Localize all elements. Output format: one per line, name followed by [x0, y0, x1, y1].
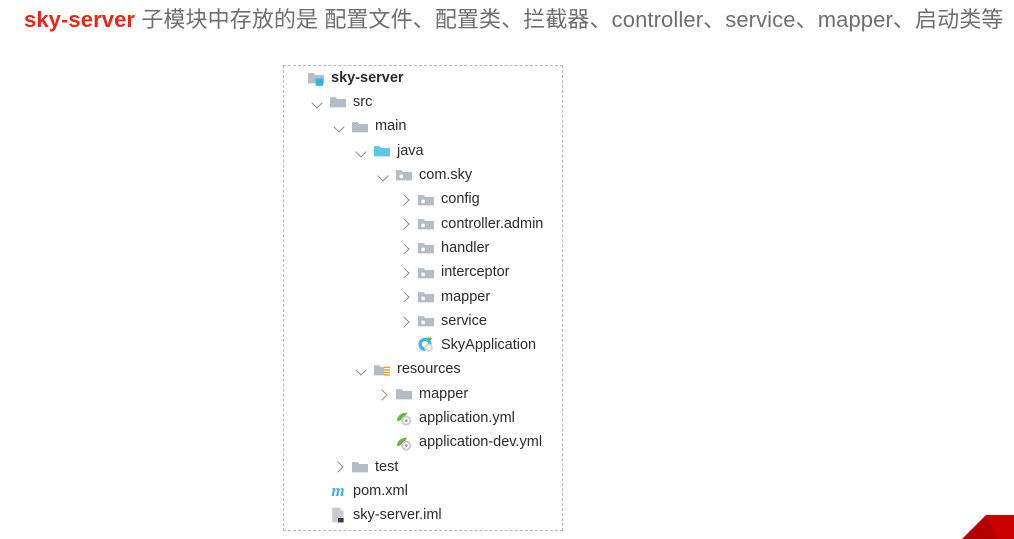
tree-node-label: interceptor — [441, 264, 510, 281]
spring-yml-icon — [395, 434, 413, 452]
corner-triangle-marker — [962, 515, 1014, 539]
tree-row[interactable]: main — [284, 115, 562, 139]
page-title-highlight: sky-server — [24, 7, 136, 32]
chevron-right-icon[interactable] — [398, 193, 412, 206]
chevron-down-icon[interactable] — [377, 169, 390, 182]
tree-node-label: sky-server — [331, 69, 404, 86]
tree-node-label: main — [375, 118, 407, 135]
tree-node-label: resources — [397, 361, 461, 378]
tree-row[interactable]: resources — [284, 358, 562, 382]
package-folder-icon — [417, 215, 435, 233]
folder-icon — [329, 93, 347, 111]
package-folder-icon — [395, 166, 413, 184]
folder-icon — [351, 118, 369, 136]
tree-row[interactable]: sky-server.iml — [284, 503, 562, 527]
chevron-right-icon[interactable] — [398, 217, 412, 231]
tree-node-label: controller.admin — [441, 215, 544, 232]
page-title: sky-server 子模块中存放的是 配置文件、配置类、拦截器、control… — [24, 5, 1014, 35]
chevron-right-icon[interactable] — [398, 290, 412, 303]
chevron-down-icon[interactable] — [333, 120, 346, 133]
chevron-right-icon[interactable] — [398, 242, 412, 255]
tree-row[interactable]: interceptor — [284, 260, 562, 284]
tree-node-label: handler — [441, 239, 490, 256]
tree-row[interactable]: sky-server — [284, 66, 562, 90]
folder-icon — [351, 458, 369, 476]
tree-node-label: SkyApplication — [441, 337, 537, 354]
tree-node-label: sky-server.iml — [353, 507, 442, 524]
tree-node-label: application-dev.yml — [419, 434, 543, 451]
tree-row[interactable]: mapper — [284, 382, 562, 406]
package-folder-icon — [417, 239, 435, 257]
folder-icon — [395, 385, 413, 403]
tree-row[interactable]: mapper — [284, 285, 562, 309]
chevron-right-icon[interactable] — [398, 266, 412, 279]
tree-node-label: com.sky — [419, 167, 473, 184]
chevron-down-icon[interactable] — [355, 363, 368, 376]
tree-node-label: service — [441, 312, 487, 329]
tree-node-label: mapper — [419, 385, 469, 402]
tree-node-label: config — [441, 191, 480, 208]
tree-row[interactable]: src — [284, 90, 562, 114]
tree-row[interactable]: m pom.xml — [284, 479, 562, 503]
tree-row[interactable]: config — [284, 187, 562, 211]
iml-file-icon — [329, 506, 347, 524]
runnable-class-icon — [417, 336, 435, 354]
package-folder-icon — [417, 191, 435, 209]
tree-row[interactable]: handler — [284, 236, 562, 260]
tree-row[interactable]: SkyApplication — [284, 333, 562, 357]
chevron-right-icon[interactable] — [376, 388, 390, 401]
maven-pom-icon: m — [331, 481, 345, 501]
tree-node-label: pom.xml — [353, 482, 408, 499]
tree-node-label: test — [375, 458, 399, 475]
tree-row[interactable]: com.sky — [284, 163, 562, 187]
tree-node-label: mapper — [441, 288, 491, 305]
page-title-rest: 子模块中存放的是 配置文件、配置类、拦截器、controller、service… — [135, 7, 1004, 32]
tree-row[interactable]: service — [284, 309, 562, 333]
resources-folder-icon — [373, 361, 391, 379]
package-folder-icon — [417, 288, 435, 306]
tree-row[interactable]: java — [284, 139, 562, 163]
chevron-right-icon[interactable] — [332, 460, 346, 474]
package-folder-icon — [417, 312, 435, 330]
tree-row[interactable]: test — [284, 455, 562, 479]
chevron-down-icon[interactable] — [311, 96, 324, 109]
chevron-right-icon[interactable] — [398, 315, 412, 328]
tree-row[interactable]: application.yml — [284, 406, 562, 430]
spring-yml-icon — [395, 409, 413, 427]
package-folder-icon — [417, 264, 435, 282]
tree-node-label: src — [353, 94, 373, 111]
tree-node-label: application.yml — [419, 410, 515, 427]
module-folder-icon — [307, 69, 325, 87]
tree-row[interactable]: application-dev.yml — [284, 430, 562, 454]
source-folder-icon — [373, 142, 391, 160]
tree-node-label: java — [397, 142, 424, 159]
chevron-down-icon[interactable] — [355, 145, 368, 158]
tree-row[interactable]: controller.admin — [284, 212, 562, 236]
